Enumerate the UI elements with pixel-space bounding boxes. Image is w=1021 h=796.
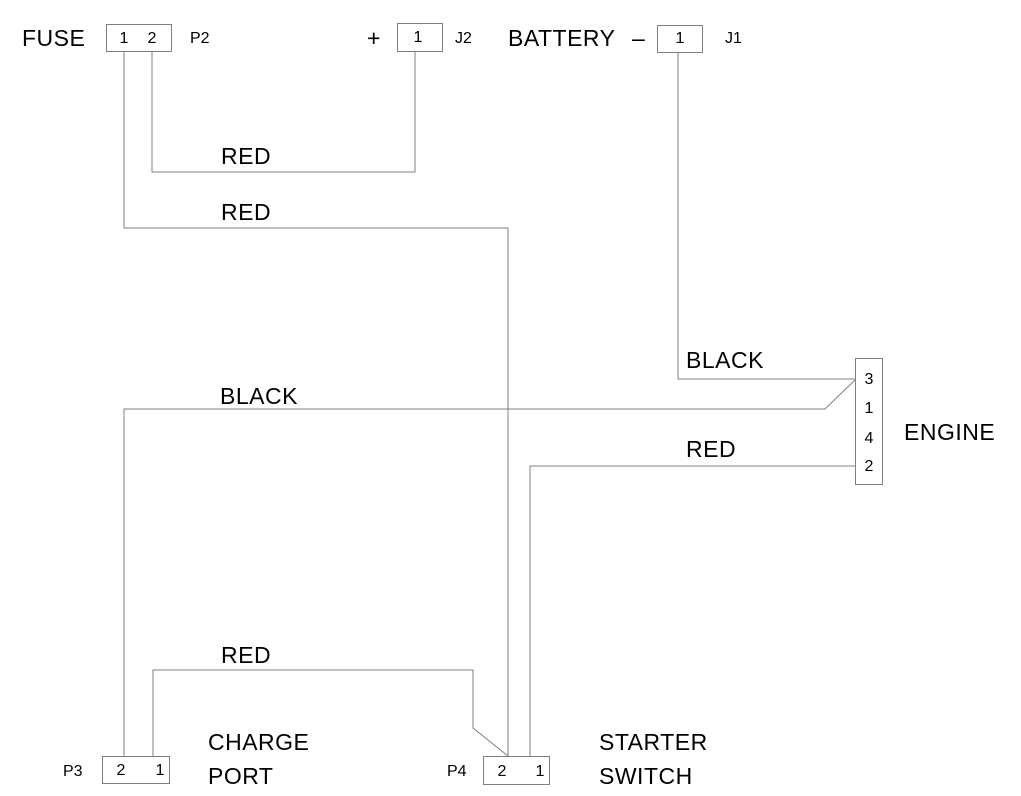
fuse-ref-p2: P2	[190, 30, 210, 47]
j1-pin-1: 1	[675, 30, 685, 47]
fuse-pin-1: 1	[119, 30, 129, 47]
j2-pin-1: 1	[413, 29, 423, 46]
engine-pin-2: 2	[864, 458, 874, 475]
charge-port-label-line2: PORT	[208, 763, 274, 789]
starter-switch-ref-p4: P4	[447, 763, 467, 780]
wire-label-black-j1-engine: BLACK	[686, 347, 764, 373]
wire-label-red-starter-engine: RED	[686, 436, 737, 462]
wire-label-red-fuse1-starter: RED	[221, 199, 272, 225]
battery-positive-connector-j2	[397, 23, 443, 52]
starter-switch-label-line1: STARTER	[599, 729, 708, 755]
wire-red-fuse2-to-j2	[151, 52, 416, 173]
wire-red-fuse1-to-starter	[123, 52, 509, 756]
wire-label-black-chargeport-engine: BLACK	[220, 383, 298, 409]
engine-pin-4: 4	[864, 430, 874, 447]
engine-pin-3: 3	[864, 371, 874, 388]
charge-port-label-line1: CHARGE	[208, 729, 310, 755]
starter-switch-pin-2: 2	[497, 763, 507, 780]
starter-switch-connector-p4	[483, 756, 550, 785]
battery-ref-j1: J1	[725, 30, 742, 47]
wire-red-chargeport1-to-starter2	[152, 669, 509, 757]
engine-connector	[855, 358, 883, 485]
charge-port-connector-p3	[102, 756, 170, 784]
wire-black-j1-to-engine3	[677, 53, 855, 380]
battery-label: BATTERY	[508, 25, 616, 51]
wire-red-starter1-to-engine2	[529, 465, 855, 756]
wire-black-chargeport2-to-engine3	[123, 379, 856, 756]
charge-port-ref-p3: P3	[63, 763, 83, 780]
starter-switch-label-line2: SWITCH	[599, 763, 693, 789]
starter-switch-pin-1: 1	[535, 763, 545, 780]
fuse-pin-2: 2	[147, 30, 157, 47]
engine-label: ENGINE	[904, 419, 996, 445]
battery-positive-ref-j2: J2	[455, 30, 472, 47]
wire-label-red-fuse2-j2: RED	[221, 143, 272, 169]
battery-connector-j1	[657, 25, 703, 53]
charge-port-pin-1: 1	[155, 762, 165, 779]
fuse-label: FUSE	[22, 25, 86, 51]
charge-port-pin-2: 2	[116, 762, 126, 779]
minus-symbol: –	[632, 25, 646, 51]
fuse-connector-p2	[106, 24, 172, 52]
wire-label-red-chargeport-starter: RED	[221, 642, 272, 668]
engine-pin-1: 1	[864, 400, 874, 417]
plus-symbol: +	[367, 25, 381, 51]
